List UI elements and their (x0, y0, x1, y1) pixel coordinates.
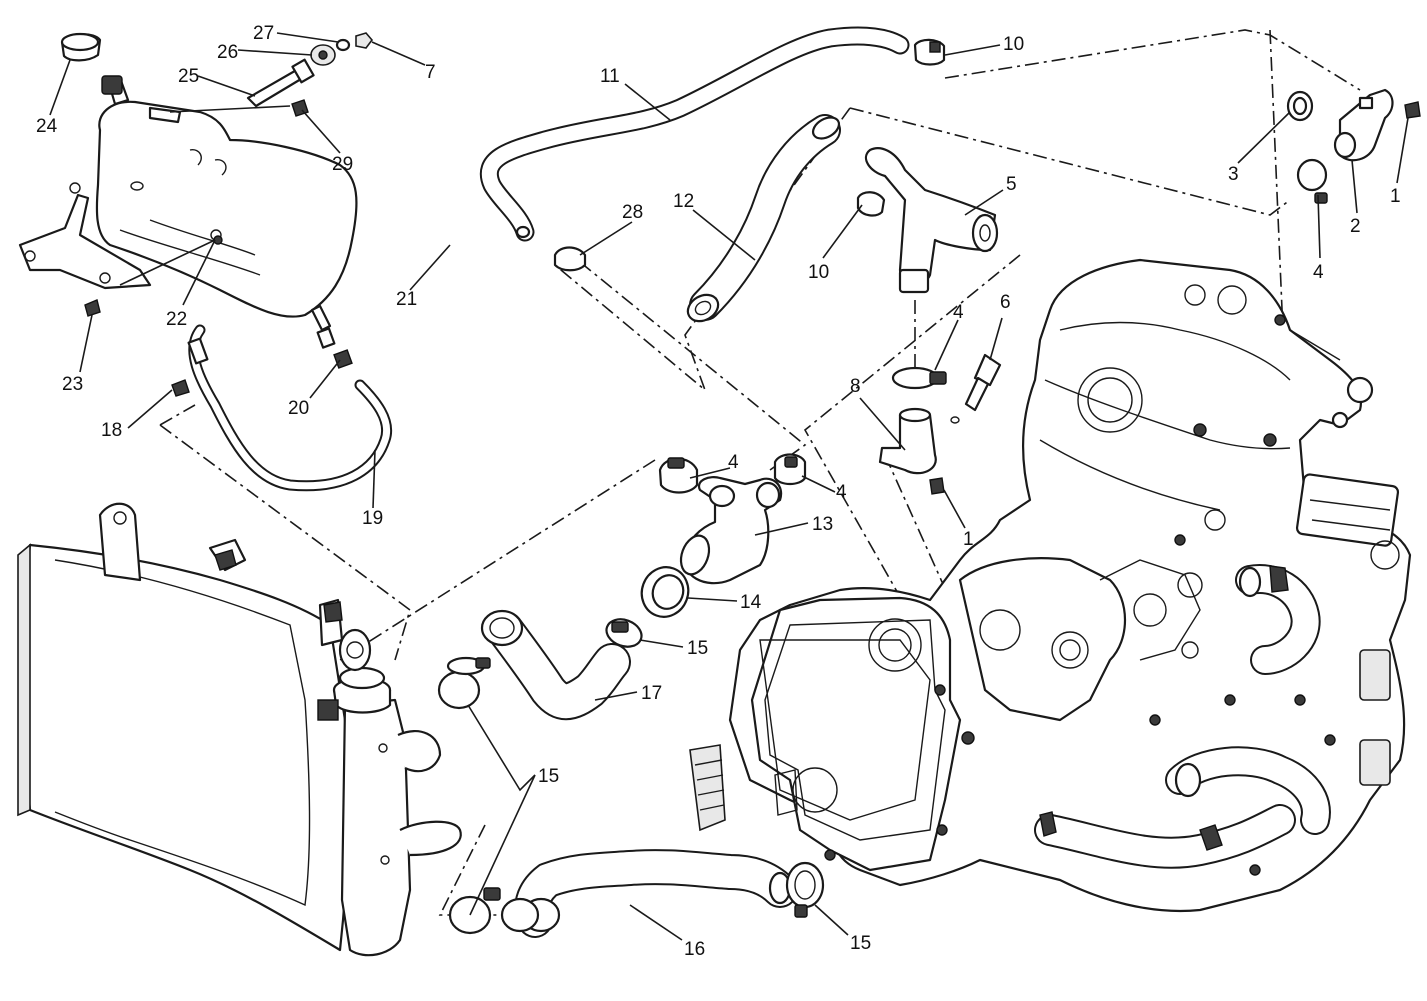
sensor-fitting-2 (1333, 88, 1394, 162)
callout-5: 5 (1006, 174, 1017, 195)
engine-block (689, 258, 1412, 913)
o-ring-3 (1286, 90, 1314, 122)
hose-clamp-4-right (773, 453, 807, 486)
hose-11 (480, 26, 910, 242)
callout-27: 27 (253, 23, 274, 44)
hose-clamp-4-top (1296, 158, 1328, 204)
radiator (17, 502, 462, 957)
breather-hose-21 (325, 100, 463, 533)
hose-17 (480, 609, 631, 721)
callout-7: 7 (425, 62, 436, 83)
callout-2: 2 (1350, 216, 1361, 237)
hose-clamp-10-mid (856, 191, 886, 217)
small-fasteners (84, 235, 223, 397)
callout-19: 19 (362, 508, 383, 529)
callout-20: 20 (288, 398, 309, 419)
hose-clamp-10-top (913, 38, 946, 66)
temperature-sensor-6 (950, 353, 1002, 424)
callout-10-mid: 10 (808, 262, 829, 283)
callout-23: 23 (62, 374, 83, 395)
callout-13: 13 (812, 514, 833, 535)
callout-24: 24 (36, 116, 58, 137)
thermostat-13 (679, 476, 783, 585)
callout-17: 17 (641, 683, 662, 704)
expansion-tank-cap (60, 32, 102, 62)
hose-clamp-28 (553, 246, 587, 272)
callout-11: 11 (600, 66, 620, 87)
callout-14: 14 (740, 592, 762, 613)
callout-15-left: 15 (538, 766, 559, 787)
callout-28: 28 (622, 202, 643, 223)
callout-15-mid: 15 (687, 638, 708, 659)
hose-clamp-4-upper (891, 366, 947, 390)
callout-16: 16 (684, 939, 705, 960)
callout-leader-lines (49, 32, 1409, 941)
callout-8: 8 (850, 376, 861, 397)
callout-1-mid: 1 (963, 529, 974, 550)
callout-4-left: 4 (728, 452, 739, 473)
hose-19 (187, 324, 392, 492)
y-fitting-5 (864, 147, 999, 294)
callout-1-top: 1 (1390, 186, 1401, 207)
callout-22: 22 (166, 309, 187, 330)
callout-4-right: 4 (836, 482, 847, 503)
callout-6: 6 (1000, 292, 1011, 313)
callout-10-top: 10 (1003, 34, 1024, 55)
callout-18: 18 (101, 420, 122, 441)
screw-1-top (1404, 101, 1421, 119)
callout-labels: 1 1 2 3 4 4 4 4 5 6 7 8 10 10 11 12 13 1… (36, 23, 1401, 960)
callout-4-top: 4 (1313, 262, 1324, 283)
callout-21: 21 (396, 289, 417, 310)
expansion-tank (95, 75, 358, 332)
callout-4-upper: 4 (953, 302, 964, 323)
callout-25: 25 (178, 66, 199, 87)
callout-3: 3 (1228, 164, 1239, 185)
breather-fitting-parts (246, 32, 374, 108)
hose-clamp-15-left (437, 656, 491, 710)
thermostat-housing-8 (878, 407, 945, 495)
hose-clamp-15-bottom-right (785, 861, 825, 918)
hose-12 (686, 114, 841, 323)
hose-16 (514, 849, 798, 938)
tank-mounting-bracket (18, 182, 152, 290)
callout-15-right: 15 (850, 933, 871, 954)
hose-clamp-4-left (658, 457, 699, 494)
seal-ring-14 (640, 566, 690, 618)
callout-12: 12 (673, 191, 694, 212)
callout-29: 29 (332, 154, 353, 175)
callout-26: 26 (217, 42, 238, 63)
